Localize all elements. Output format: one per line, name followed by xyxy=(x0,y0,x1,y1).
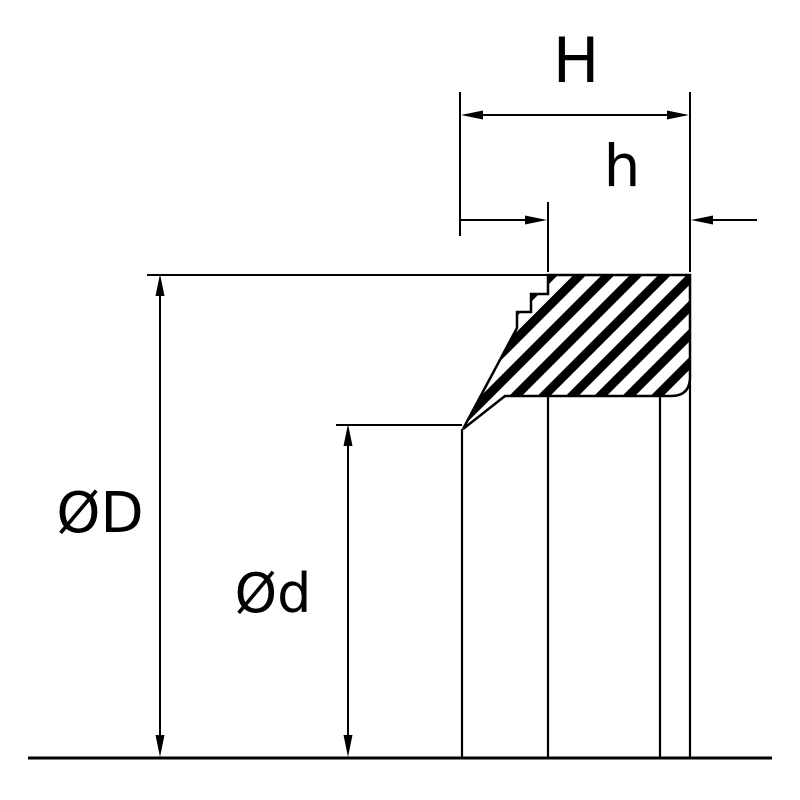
arrowhead-left-icon xyxy=(461,110,483,120)
label-outer-diameter: ØD xyxy=(56,481,143,546)
arrowhead-left-icon xyxy=(691,215,713,225)
arrowhead-right-icon xyxy=(525,215,547,225)
arrowhead-down-icon xyxy=(343,735,353,757)
arrowhead-down-icon xyxy=(155,735,165,757)
arrowhead-up-icon xyxy=(343,424,353,446)
cylinder-wall-lines xyxy=(460,380,692,757)
dimension-OD: ØD xyxy=(56,274,549,757)
arrowhead-up-icon xyxy=(155,274,165,296)
dimension-H: H xyxy=(459,24,691,272)
seal-profile-outline xyxy=(461,273,692,430)
label-lip-height: h xyxy=(604,132,641,200)
arrowhead-right-icon xyxy=(667,110,689,120)
dimension-Od: Ød xyxy=(235,424,462,757)
dimension-h: h xyxy=(461,132,757,272)
label-inner-diameter: Ød xyxy=(235,562,312,625)
label-total-height: H xyxy=(553,24,600,97)
